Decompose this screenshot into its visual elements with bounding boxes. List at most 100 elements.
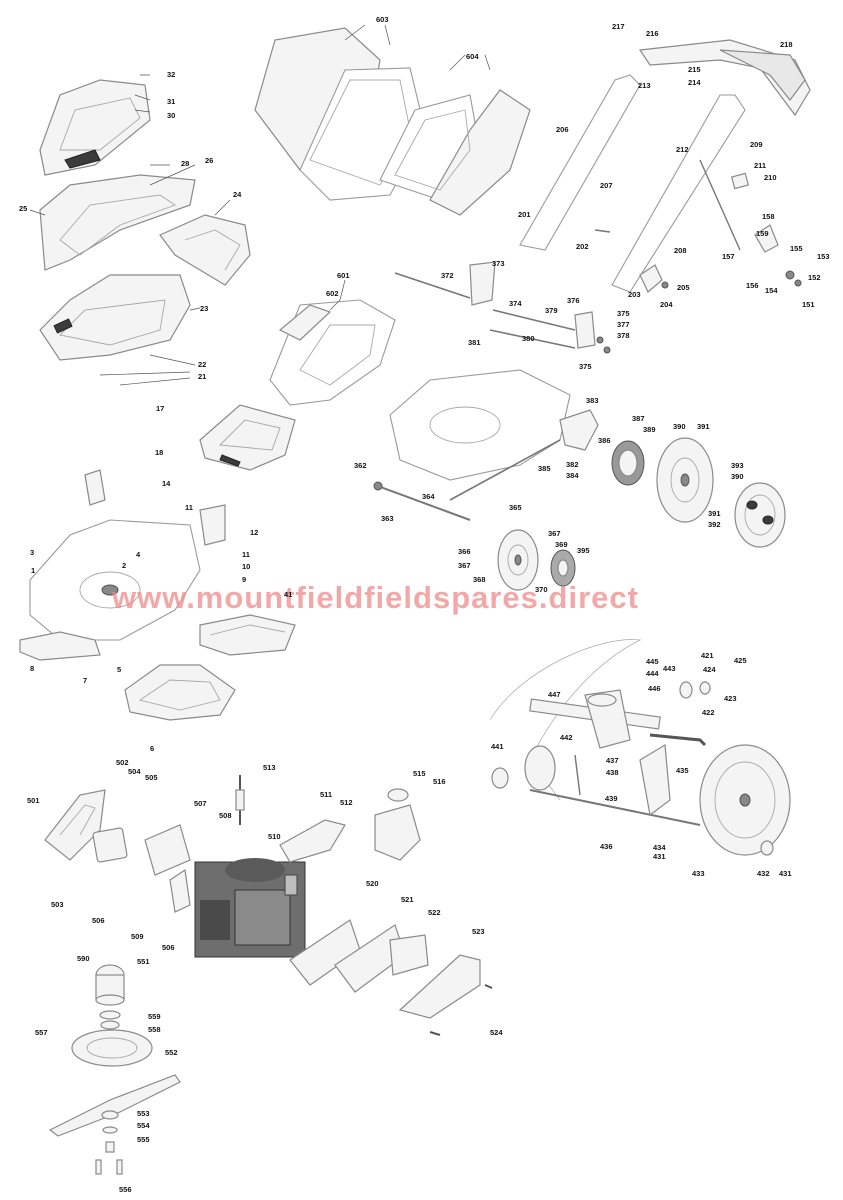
callout-392: 392 bbox=[708, 520, 721, 529]
callout-602: 602 bbox=[326, 289, 339, 298]
callout-391a: 391 bbox=[697, 422, 710, 431]
callout-9: 9 bbox=[242, 575, 247, 584]
callout-153: 153 bbox=[817, 252, 830, 261]
callout-24: 24 bbox=[233, 190, 242, 199]
callout-377: 377 bbox=[617, 320, 630, 329]
callout-379: 379 bbox=[545, 306, 558, 315]
callout-370: 370 bbox=[535, 585, 548, 594]
callout-373: 373 bbox=[492, 259, 505, 268]
callout-203: 203 bbox=[628, 290, 641, 299]
callout-556: 556 bbox=[119, 1185, 132, 1194]
callout-211: 211 bbox=[754, 161, 767, 170]
callout-431a: 431 bbox=[653, 852, 666, 861]
callout-386: 386 bbox=[598, 436, 611, 445]
callout-554: 554 bbox=[137, 1121, 150, 1130]
callout-442: 442 bbox=[560, 733, 573, 742]
callout-552: 552 bbox=[165, 1048, 178, 1057]
callout-520: 520 bbox=[366, 879, 379, 888]
callout-506a: 506 bbox=[92, 916, 105, 925]
front-deck-1 bbox=[19, 469, 296, 661]
callout-380: 380 bbox=[522, 334, 535, 343]
callout-435: 435 bbox=[676, 766, 689, 775]
callout-508: 508 bbox=[219, 811, 232, 820]
callout-1: 1 bbox=[31, 566, 36, 575]
front-cover-601-602 bbox=[269, 279, 396, 406]
callout-505: 505 bbox=[145, 773, 158, 782]
callout-21: 21 bbox=[198, 372, 207, 381]
callout-365: 365 bbox=[509, 503, 522, 512]
callout-434: 434 bbox=[653, 843, 666, 852]
callout-209: 209 bbox=[750, 140, 763, 149]
engine-group bbox=[44, 775, 493, 1036]
callout-2: 2 bbox=[122, 561, 127, 570]
callout-363: 363 bbox=[381, 514, 394, 523]
callout-157: 157 bbox=[722, 252, 735, 261]
callout-501: 501 bbox=[27, 796, 40, 805]
callout-391b: 391 bbox=[708, 509, 721, 518]
callout-553: 553 bbox=[137, 1109, 150, 1118]
callout-375b: 375 bbox=[579, 362, 592, 371]
callout-422: 422 bbox=[702, 708, 715, 717]
callout-437: 437 bbox=[606, 756, 619, 765]
callout-152: 152 bbox=[808, 273, 821, 282]
callout-217: 217 bbox=[612, 22, 625, 31]
callout-41: 41 bbox=[284, 590, 293, 599]
callout-390b: 390 bbox=[731, 472, 744, 481]
callout-14: 14 bbox=[162, 479, 171, 488]
rear-wheel-390 bbox=[656, 437, 714, 523]
callout-216: 216 bbox=[646, 29, 659, 38]
drive-gear-387 bbox=[611, 440, 645, 486]
axle-rods bbox=[394, 261, 611, 354]
callout-446: 446 bbox=[648, 684, 661, 693]
callout-30: 30 bbox=[167, 111, 176, 120]
callout-159: 159 bbox=[756, 229, 769, 238]
callout-393: 393 bbox=[731, 461, 744, 470]
callout-212: 212 bbox=[676, 145, 689, 154]
callout-604: 604 bbox=[466, 52, 479, 61]
callout-372: 372 bbox=[441, 271, 454, 280]
callout-215: 215 bbox=[688, 65, 701, 74]
callout-366: 366 bbox=[458, 547, 471, 556]
callout-384: 384 bbox=[566, 471, 579, 480]
callout-516: 516 bbox=[433, 777, 446, 786]
callout-515: 515 bbox=[413, 769, 426, 778]
callout-25: 25 bbox=[19, 204, 28, 213]
front-wheel-367 bbox=[497, 529, 539, 591]
callout-509: 509 bbox=[131, 932, 144, 941]
callout-369: 369 bbox=[555, 540, 568, 549]
callout-207: 207 bbox=[600, 181, 613, 190]
callout-506b: 506 bbox=[162, 943, 175, 952]
front-hubcap-395 bbox=[550, 549, 576, 587]
callout-389: 389 bbox=[643, 425, 656, 434]
callout-12: 12 bbox=[250, 528, 259, 537]
callout-503: 503 bbox=[51, 900, 64, 909]
callout-436: 436 bbox=[600, 842, 613, 851]
callout-22: 22 bbox=[198, 360, 207, 369]
callout-557: 557 bbox=[35, 1028, 48, 1037]
callout-439: 439 bbox=[605, 794, 618, 803]
callout-441: 441 bbox=[491, 742, 504, 751]
callout-524: 524 bbox=[490, 1028, 503, 1037]
callout-11b: 11 bbox=[242, 550, 250, 559]
callout-438: 438 bbox=[606, 768, 619, 777]
callout-32: 32 bbox=[167, 70, 176, 79]
callout-444: 444 bbox=[646, 669, 659, 678]
callout-158: 158 bbox=[762, 212, 775, 221]
callout-431b: 431 bbox=[779, 869, 792, 878]
callout-376: 376 bbox=[567, 296, 580, 305]
chassis-cover-23 bbox=[39, 274, 201, 386]
callout-383: 383 bbox=[586, 396, 599, 405]
callout-603: 603 bbox=[376, 15, 389, 24]
callout-7: 7 bbox=[83, 676, 88, 685]
callout-367a: 367 bbox=[548, 529, 561, 538]
callout-3: 3 bbox=[30, 548, 35, 557]
callout-17: 17 bbox=[156, 404, 165, 413]
callout-367b: 367 bbox=[458, 561, 471, 570]
callout-4: 4 bbox=[136, 550, 141, 559]
callout-214: 214 bbox=[688, 78, 701, 87]
callout-154: 154 bbox=[765, 286, 778, 295]
height-adjust-lever bbox=[373, 409, 599, 521]
watermark-text: www.mountfieldfieldspares.direct bbox=[112, 580, 639, 615]
callout-155: 155 bbox=[790, 244, 803, 253]
